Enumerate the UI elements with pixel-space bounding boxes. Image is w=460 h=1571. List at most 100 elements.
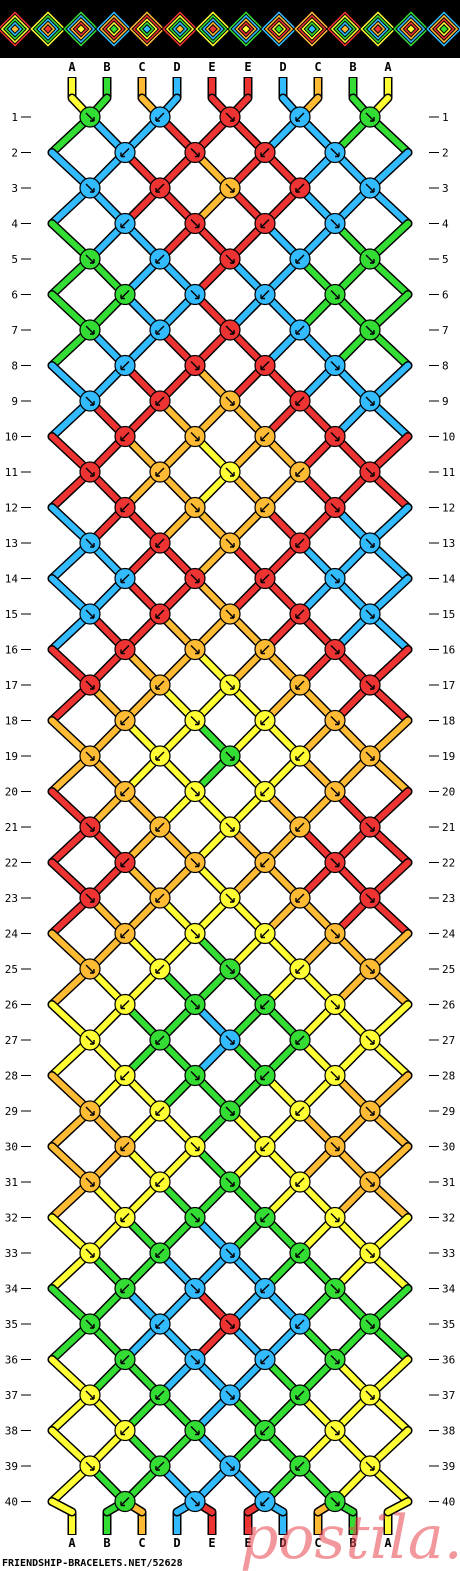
knot-arrow-icon: [190, 361, 200, 370]
knot-arrow-icon: [365, 1390, 375, 1400]
knot-arrowhead-icon: [230, 1040, 235, 1045]
preview-diamond: [208, 24, 218, 34]
row-number-right: 30: [442, 1141, 455, 1154]
knot-E: [149, 532, 171, 554]
knot-arrow-icon: [85, 1035, 95, 1045]
knot-grid: [79, 106, 381, 1513]
knot-D: [254, 1348, 276, 1371]
knot-arrowhead-icon: [335, 933, 340, 939]
knot-E: [324, 638, 346, 661]
knot-arrow-icon: [155, 254, 165, 264]
top-strand-label-D: D: [173, 60, 180, 74]
row-number-right: 40: [442, 1496, 455, 1509]
knot-arrowhead-icon: [335, 1359, 340, 1365]
knot-arrow-icon: [295, 1248, 305, 1258]
knot-arrow-icon: [330, 503, 340, 512]
top-strand-label-C: C: [314, 60, 321, 74]
knot-arrowhead-icon: [155, 472, 160, 477]
knot-E: [184, 567, 206, 590]
knot-arrowhead-icon: [195, 294, 200, 300]
knot-arrowhead-icon: [230, 188, 235, 193]
knot-arrowhead-icon: [155, 188, 160, 193]
knot-A: [254, 922, 276, 945]
knot-arrow-icon: [260, 1497, 270, 1506]
knot-D: [254, 1490, 276, 1513]
knot-arrowhead-icon: [120, 1075, 125, 1081]
row-number-left: 37: [5, 1389, 18, 1402]
knot-arrow-icon: [330, 148, 340, 157]
knot-arrow-icon: [85, 1390, 95, 1400]
knot-A: [289, 1171, 311, 1193]
knot-arrow-icon: [155, 822, 165, 832]
knot-E: [114, 496, 136, 519]
row-number-left: 17: [5, 679, 18, 692]
knot-C: [289, 887, 311, 909]
row-number-left: 30: [5, 1141, 18, 1154]
knot-arrowhead-icon: [155, 1040, 160, 1045]
row-number-left: 16: [5, 644, 18, 657]
knot-C: [324, 709, 346, 732]
knot-arrowhead-icon: [90, 1111, 95, 1116]
knot-arrowhead-icon: [120, 1004, 125, 1010]
knot-arrow-icon: [225, 183, 235, 193]
knot-arrow-icon: [330, 361, 340, 370]
bottom-strand-label-E: E: [244, 1536, 251, 1550]
knot-arrow-icon: [260, 1213, 270, 1222]
row-number-left: 19: [5, 750, 18, 763]
knot-arrow-icon: [190, 1142, 200, 1151]
knot-arrow-icon: [365, 1461, 375, 1471]
knot-arrow-icon: [120, 148, 130, 157]
knot-arrowhead-icon: [335, 507, 340, 513]
knot-arrow-icon: [365, 964, 375, 974]
knot-B: [219, 745, 241, 767]
bottom-strand-label-B: B: [349, 1536, 356, 1550]
knot-arrowhead-icon: [370, 827, 375, 832]
top-strand-label-A: A: [384, 60, 392, 74]
knot-arrowhead-icon: [370, 543, 375, 548]
knot-E: [254, 567, 276, 590]
row-number-right: 28: [442, 1070, 455, 1083]
knot-arrowhead-icon: [370, 898, 375, 903]
knot-arrowhead-icon: [295, 401, 300, 406]
knot-arrow-icon: [85, 467, 95, 477]
knot-A: [114, 1206, 136, 1229]
knot-arrowhead-icon: [155, 685, 160, 690]
knot-C: [184, 496, 206, 519]
knot-arrowhead-icon: [90, 117, 95, 122]
knot-arrowhead-icon: [335, 862, 340, 868]
knot-arrow-icon: [155, 538, 165, 548]
knot-arrowhead-icon: [195, 223, 200, 229]
bottom-strand-label-C: C: [314, 1536, 321, 1550]
knot-B: [149, 1455, 171, 1477]
knot-B: [114, 1277, 136, 1300]
knot-E: [359, 887, 381, 909]
row-number-left: 14: [5, 573, 19, 586]
knot-arrow-icon: [190, 219, 200, 228]
knot-arrow-icon: [225, 1177, 235, 1187]
knot-D: [359, 532, 381, 554]
knot-arrowhead-icon: [90, 1395, 95, 1400]
knot-arrow-icon: [120, 1071, 130, 1080]
knot-C: [184, 851, 206, 874]
row-number-left: 6: [11, 289, 18, 302]
knot-arrow-icon: [295, 467, 305, 477]
knot-arrowhead-icon: [335, 436, 340, 442]
row-number-right: 17: [442, 679, 455, 692]
knot-A: [79, 1242, 101, 1264]
row-number-right: 37: [442, 1389, 455, 1402]
knot-C: [219, 603, 241, 625]
knot-arrowhead-icon: [230, 898, 235, 903]
knot-A: [289, 745, 311, 767]
knot-arrowhead-icon: [295, 827, 300, 832]
knot-E: [79, 674, 101, 696]
knot-A: [219, 461, 241, 483]
knot-arrow-icon: [365, 680, 375, 690]
knot-arrowhead-icon: [295, 1182, 300, 1187]
knot-B: [359, 1313, 381, 1335]
knot-B: [219, 1171, 241, 1193]
knot-arrowhead-icon: [295, 472, 300, 477]
knot-C: [324, 922, 346, 945]
knot-arrow-icon: [330, 1000, 340, 1009]
knot-E: [359, 461, 381, 483]
knot-arrowhead-icon: [335, 1501, 340, 1507]
